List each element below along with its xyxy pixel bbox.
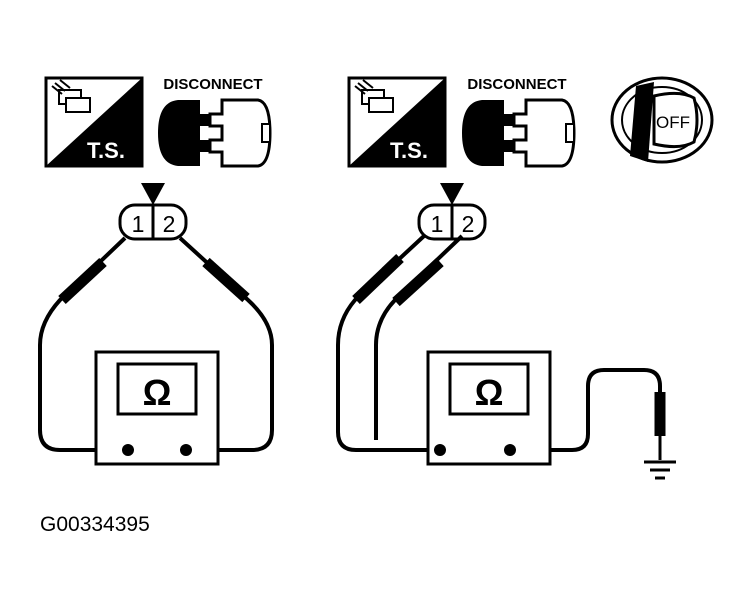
ohmmeter-left: Ω [94, 350, 220, 466]
test-lead-right-a [336, 234, 434, 452]
ignition-off-icon: OFF [610, 76, 714, 164]
disconnect-icon: DISCONNECT [462, 76, 576, 168]
ts-icon: T.S. [44, 76, 144, 168]
ignition-off-label: OFF [656, 113, 690, 132]
pin-1-label: 1 [431, 211, 444, 237]
test-lead-left-a [38, 236, 128, 452]
probe-right-b [392, 257, 444, 307]
pin-2-label: 2 [163, 211, 176, 237]
ts-label: T.S. [390, 138, 428, 163]
probe-left-b [202, 257, 250, 303]
connector-left: 1 2 [118, 183, 188, 241]
ground-lead [510, 368, 662, 452]
figure-code: G00334395 [40, 513, 150, 536]
ts-label: T.S. [87, 138, 125, 163]
disconnect-label: DISCONNECT [163, 76, 262, 93]
ground-symbol [644, 460, 676, 480]
ohm-symbol-right: Ω [475, 372, 504, 413]
ohm-symbol-left: Ω [143, 372, 172, 413]
disconnect-icon: DISCONNECT [158, 76, 272, 168]
probe-left-a [58, 257, 107, 305]
test-lead-left-b [178, 236, 274, 452]
ohmmeter-right: Ω [426, 350, 552, 466]
pin-2-label: 2 [462, 211, 475, 237]
connector-right: 1 2 [417, 183, 487, 241]
left-panel: T.S. DISCONNECT 1 2 Ω [38, 76, 274, 466]
ts-icon: T.S. [347, 76, 447, 168]
right-panel: T.S. DISCONNECT OFF 1 2 [336, 76, 714, 480]
pin-1-label: 1 [132, 211, 145, 237]
disconnect-label: DISCONNECT [467, 76, 566, 93]
probe-right-a [352, 254, 404, 304]
